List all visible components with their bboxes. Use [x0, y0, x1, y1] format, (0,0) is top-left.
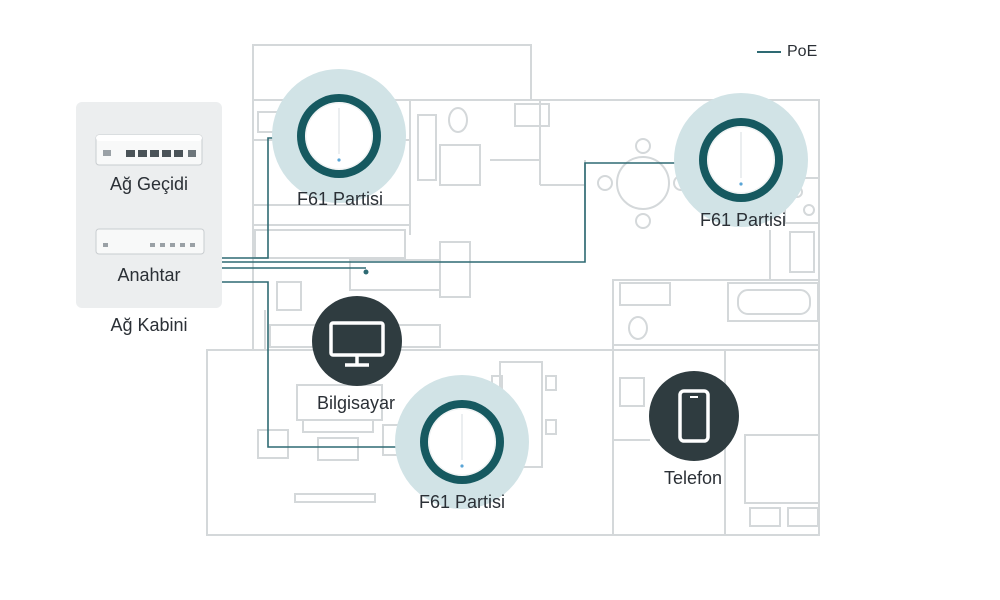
- poe-link-bottom-ap: [222, 281, 420, 448]
- poe-legend-label: PoE: [787, 43, 818, 60]
- monitor-icon: [329, 321, 385, 367]
- gateway-label: Ağ Geçidi: [109, 174, 189, 194]
- ap-top-right-label: F61 Partisi: [699, 210, 787, 230]
- ap-top-right: [674, 93, 808, 227]
- poe-junction-dot: [363, 269, 369, 275]
- switch-device-icon: [95, 228, 205, 255]
- smartphone-icon: [678, 389, 710, 443]
- ap-bottom: [395, 375, 529, 509]
- ap-top-left: [272, 69, 406, 203]
- switch-label: Anahtar: [117, 265, 181, 285]
- ap-bottom-label: F61 Partisi: [418, 492, 506, 512]
- computer: [312, 296, 402, 386]
- phone-label: Telefon: [663, 468, 723, 488]
- poe-link-top-right-ap: [222, 162, 700, 263]
- computer-label: Bilgisayar: [316, 393, 396, 413]
- gateway-device-icon: [95, 134, 203, 166]
- ap-top-left-label: F61 Partisi: [296, 189, 384, 209]
- phone: [649, 371, 739, 461]
- cabinet-label: Ağ Kabini: [110, 315, 188, 335]
